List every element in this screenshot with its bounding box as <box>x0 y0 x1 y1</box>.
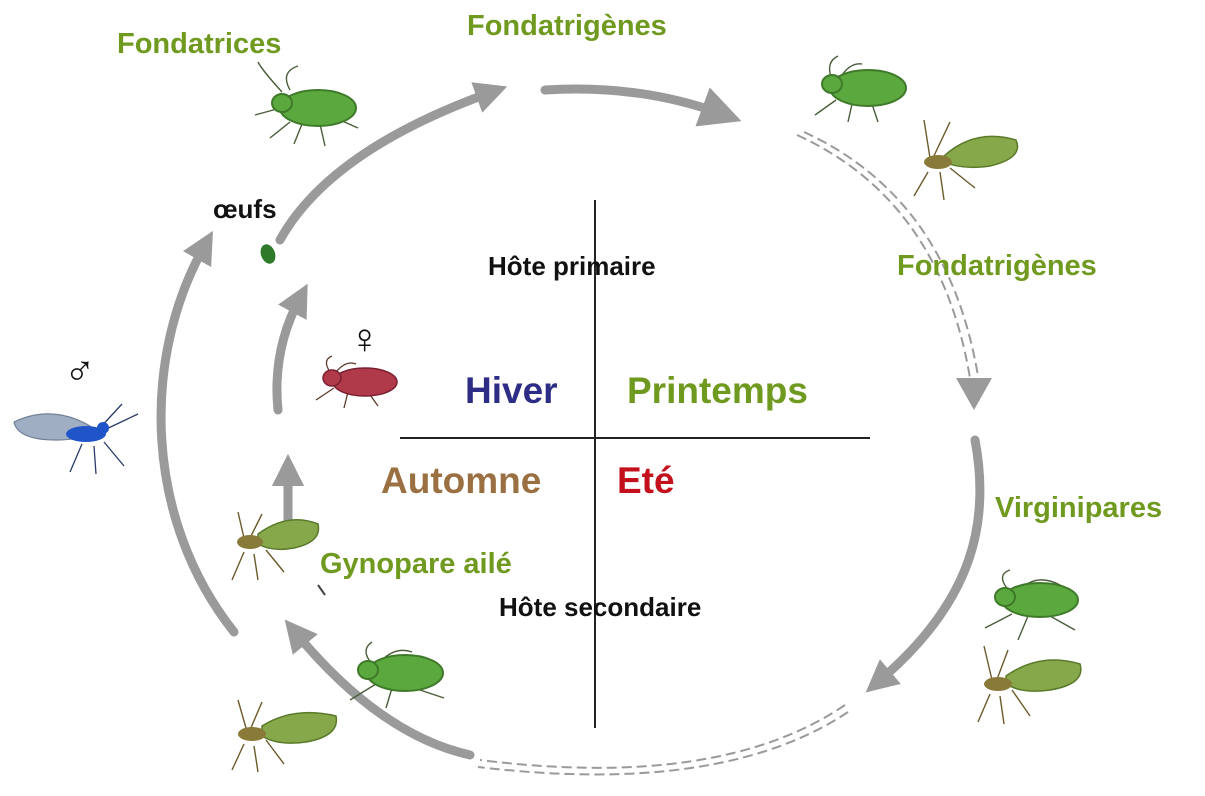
aphid-virginipare-wingless-illustration <box>984 569 1079 641</box>
label-season-winter: Hiver <box>465 370 558 411</box>
aphid-bottom-winged-illustration <box>231 699 338 773</box>
aphid-fondatrigene-wingless-illustration <box>814 55 907 123</box>
female-symbol: ♀ <box>349 315 381 362</box>
egg-illustration <box>260 244 276 264</box>
label-fondatrigenes-top: Fondatrigènes <box>467 10 667 42</box>
label-host-primary: Hôte primaire <box>488 251 656 281</box>
label-season-spring: Printemps <box>627 370 808 411</box>
aphid-sexual-female-illustration <box>315 355 398 409</box>
aphid-male-illustration <box>13 403 139 475</box>
label-season-autumn: Automne <box>381 460 542 501</box>
aphid-gynopare-illustration <box>231 511 320 581</box>
label-gynopare-aile: Gynopare ailé <box>320 548 512 580</box>
aphid-bottom-wingless-illustration <box>349 641 445 709</box>
arrow-right-down <box>865 435 985 693</box>
male-symbol: ♂ <box>64 347 96 394</box>
arrow-eggs-to-fondatrices <box>275 82 508 245</box>
aphid-fondatrigene-winged-illustration <box>913 119 1019 201</box>
label-host-secondary: Hôte secondaire <box>499 592 702 622</box>
arrow-bottom-to-left <box>284 619 475 760</box>
small-tick-mark <box>317 584 326 596</box>
aphid-virginipare-winged-illustration <box>977 645 1082 725</box>
arrow-outer-left-up <box>156 230 239 637</box>
label-season-summer: Eté <box>617 460 675 501</box>
label-fondatrigenes-right: Fondatrigènes <box>897 250 1097 282</box>
cycle-arrows <box>156 82 985 760</box>
label-virginipares: Virginipares <box>995 492 1163 524</box>
migration-arrowhead-right <box>956 378 992 410</box>
arrow-female-to-eggs <box>272 283 308 415</box>
label-oeufs: œufs <box>213 194 277 224</box>
season-quadrant-axes <box>400 200 870 728</box>
label-fondatrices: Fondatrices <box>117 28 282 60</box>
migration-dashed-paths <box>477 131 979 776</box>
aphid-fondatrice-illustration <box>254 61 359 147</box>
arrow-fondatrices-to-fondatrigenes <box>540 84 742 127</box>
